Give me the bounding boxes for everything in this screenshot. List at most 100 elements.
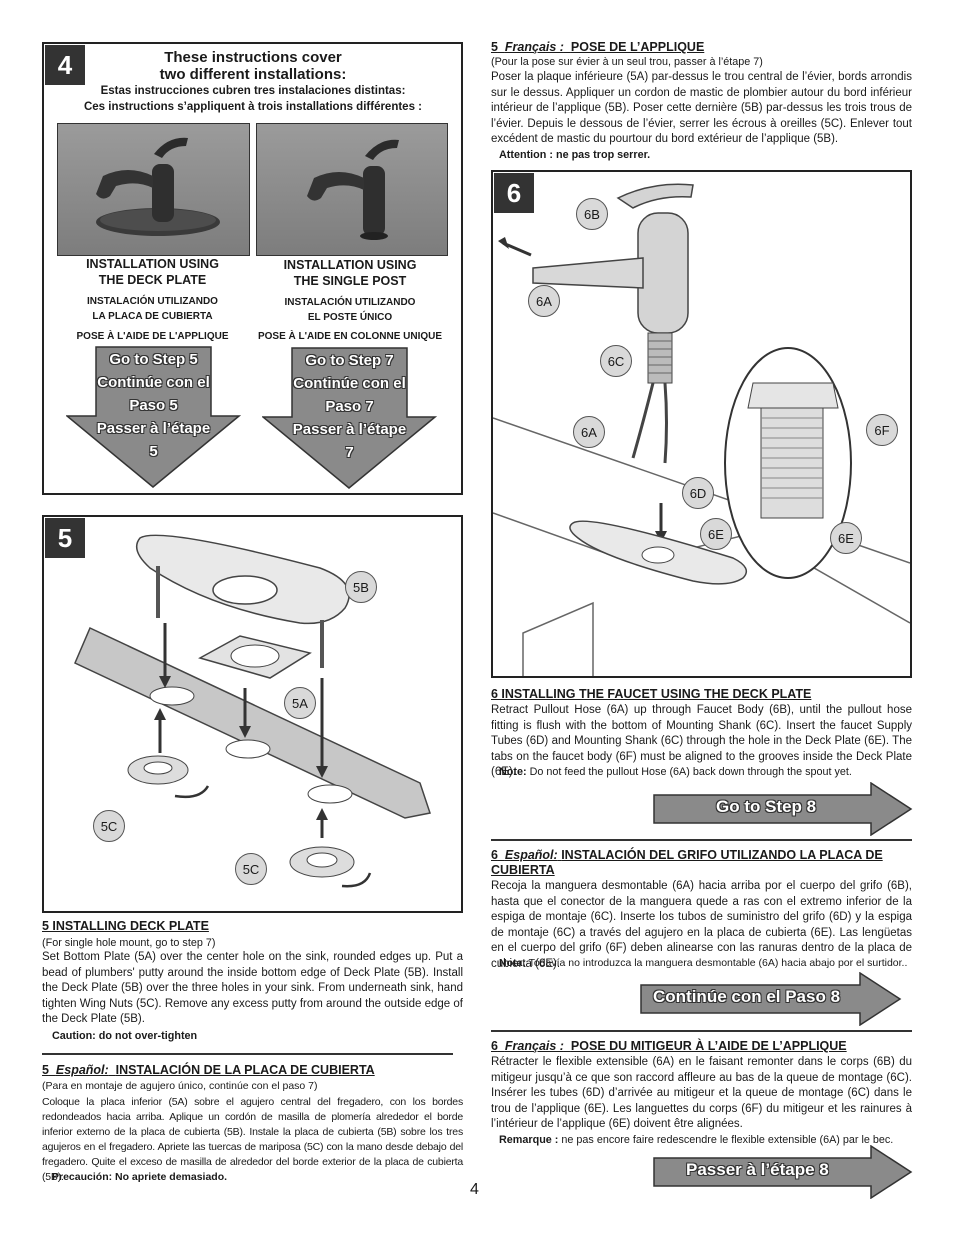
step-6-fr-heading-title: POSE DU MITIGEUR À L’AIDE DE L’APPLIQUE <box>570 1039 847 1053</box>
left-down-arrow-icon <box>66 346 241 488</box>
left-install-en2: THE DECK PLATE <box>98 273 207 287</box>
callout-6d: 6D <box>682 477 714 509</box>
step-5-fr-heading-title: POSE DE L’APPLIQUE <box>570 40 705 54</box>
step-6-es-heading: 6 Español: INSTALACIÓN DEL GRIFO UTILIZA… <box>491 848 912 878</box>
callout-5a: 5A <box>284 687 316 719</box>
right-arrow-line4: Passer à l’étape <box>292 421 407 438</box>
go-to-step-8-arrow-icon <box>653 782 913 836</box>
single-post-faucet-photo <box>256 123 448 256</box>
right-install-es: INSTALACIÓN UTILIZANDO EL POSTE ÚNICO <box>255 295 445 325</box>
left-install-en1: INSTALLATION USING <box>86 257 219 271</box>
left-arrow-line4: Passer à l’étape <box>96 420 211 437</box>
step-6-es-note-label: Nota: <box>499 957 526 969</box>
left-arrow-line2: Continúe con el <box>97 374 210 391</box>
left-arrow-line1: Go to Step 5 <box>109 351 198 368</box>
right-arrow-line1: Go to Step 7 <box>305 352 394 369</box>
left-arrow-line3: Paso 5 <box>129 397 178 414</box>
continue-paso-8-button[interactable]: Continúe con el Paso 8 <box>653 987 841 1006</box>
step-4-title: These instructions cover two different i… <box>90 49 416 83</box>
step-6-en-note: Note: Do not feed the pullout Hose (6A) … <box>499 765 852 779</box>
step-5-fr-heading: 5 Français : POSE DE L’APPLIQUE <box>491 40 704 54</box>
step-6-fr-note-label: Remarque : <box>499 1134 559 1146</box>
right-install-label: INSTALLATION USING THE SINGLE POST <box>255 257 445 289</box>
callout-6a-bottom: 6A <box>573 416 605 448</box>
step-5-fr-heading-lang: Français : <box>504 40 564 54</box>
callout-6f: 6F <box>866 414 898 446</box>
step-5-number: 5 <box>45 518 85 558</box>
passer-etape-8-arrow-icon <box>653 1145 913 1199</box>
step-5-fr-sub: (Pour la pose sur évier à un seul trou, … <box>491 56 763 68</box>
step-6-fr-note-text: ne pas encore faire redescendre le flexi… <box>561 1134 894 1146</box>
step-6-es-body: Recoja la manguera desmontable (6A) haci… <box>491 880 912 970</box>
step-5-es-caution: Precaución: No apriete demasiado. <box>52 1171 228 1183</box>
step-6-divider-1 <box>491 839 912 841</box>
step-6-number: 6 <box>494 173 534 213</box>
step-6-fr-body: Rétracter le flexible extensible (6A) en… <box>491 1056 912 1130</box>
faucet-install-illustration <box>493 183 910 676</box>
callout-6e-left: 6E <box>700 518 732 550</box>
callout-6e-right: 6E <box>830 522 862 554</box>
step-5-es-sub: (Para en montaje de agujero único, conti… <box>42 1080 318 1092</box>
callout-5b: 5B <box>345 571 377 603</box>
step-6-divider-2 <box>491 1030 912 1032</box>
step-5-es-heading-title: INSTALACIÓN DE LA PLACA DE CUBIERTA <box>115 1063 375 1077</box>
deck-plate-faucet-photo <box>57 123 250 256</box>
step-5-es-heading: 5 Español: INSTALACIÓN DE LA PLACA DE CU… <box>42 1063 375 1077</box>
deck-plate-illustration <box>74 534 431 888</box>
right-install-en2: THE SINGLE POST <box>293 274 407 288</box>
step-5-es-body: Coloque la placa inferior (5A) sobre el … <box>42 1096 463 1183</box>
left-install-fr: POSE À L'AIDE DE L'APPLIQUE <box>76 331 229 342</box>
go-to-step-8-button[interactable]: Go to Step 8 <box>716 797 817 816</box>
step-6-fr-heading-lang: Français : <box>504 1039 564 1053</box>
step-4-title-line2: two different installations: <box>159 66 347 83</box>
right-install-en1: INSTALLATION USING <box>283 258 417 272</box>
step-5-es-heading-lang: Español: <box>55 1063 109 1077</box>
step-4-fr-line: Ces instructions s’appliquent à trois in… <box>83 101 423 113</box>
step-5-fr-caution: Attention : ne pas trop serrer. <box>499 149 651 161</box>
continue-paso-8-arrow-icon <box>640 972 902 1026</box>
left-install-es: INSTALACIÓN UTILIZANDO LA PLACA DE CUBIE… <box>57 294 248 324</box>
step-6-en-heading: 6 INSTALLING THE FAUCET USING THE DECK P… <box>491 687 812 701</box>
left-arrow-line5: 5 <box>149 443 158 460</box>
step-6-fr-heading-num: 6 <box>491 1039 498 1053</box>
passer-etape-8-button[interactable]: Passer à l’étape 8 <box>686 1160 829 1179</box>
callout-5c-right: 5C <box>235 853 267 885</box>
right-arrow-line3: Paso 7 <box>325 398 374 415</box>
left-arrow-text: Go to Step 5 Continúe con el Paso 5 Pass… <box>96 348 211 463</box>
left-install-label: INSTALLATION USING THE DECK PLATE <box>57 256 248 288</box>
step-6-fr-heading: 6 Français : POSE DU MITIGEUR À L’AIDE D… <box>491 1039 847 1053</box>
callout-6a-top: 6A <box>528 285 560 317</box>
step-6-es-note-text: Todavía no introduzca la manguera desmon… <box>528 957 908 969</box>
step-6-es-heading-lang: Español: <box>504 848 558 862</box>
page-number: 4 <box>470 1181 479 1198</box>
step-5-fr-body: Poser la plaque inférieure (5A) par-dess… <box>491 71 912 145</box>
right-arrow-line2: Continúe con el <box>293 375 406 392</box>
step-6-es-heading-num: 6 <box>491 848 498 862</box>
callout-5c-left: 5C <box>93 810 125 842</box>
step-6-en-note-text: Do not feed the pullout Hose (6A) back d… <box>529 766 852 778</box>
step-6-en-note-label: Note: <box>499 766 527 778</box>
step-4-title-line1: These instructions cover <box>164 49 342 66</box>
right-install-es2: EL POSTE ÚNICO <box>307 312 393 323</box>
right-install-es1: INSTALACIÓN UTILIZANDO <box>284 297 416 308</box>
step-5-divider <box>42 1053 453 1055</box>
callout-6c: 6C <box>600 345 632 377</box>
right-arrow-line5: 7 <box>345 444 354 461</box>
step-5-en-sub: (For single hole mount, go to step 7) <box>42 937 216 949</box>
left-install-es2: LA PLACA DE CUBIERTA <box>92 311 213 322</box>
step-4-number: 4 <box>45 45 85 85</box>
step-5-en-caution: Caution: do not over-tighten <box>52 1030 198 1042</box>
step-5-es-heading-num: 5 <box>42 1063 49 1077</box>
step-6-en-body: Retract Pullout Hose (6A) up through Fau… <box>491 704 912 778</box>
step-6-fr-note: Remarque : ne pas encore faire redescend… <box>499 1133 893 1147</box>
step-4-es-line: Estas instrucciones cubren tres instalac… <box>100 85 406 97</box>
left-install-es1: INSTALACIÓN UTILIZANDO <box>87 296 218 307</box>
right-arrow-text: Go to Step 7 Continúe con el Paso 7 Pass… <box>292 349 407 464</box>
step-5-en-body: Set Bottom Plate (5A) over the center ho… <box>42 951 463 1025</box>
right-install-fr: POSE À L'AIDE EN COLONNE UNIQUE <box>257 331 443 342</box>
right-down-arrow-icon <box>262 347 437 489</box>
callout-6b: 6B <box>576 198 608 230</box>
step-6-es-heading-title: INSTALACIÓN DEL GRIFO UTILIZANDO LA PLAC… <box>491 848 883 877</box>
step-5-fr-heading-num: 5 <box>491 40 498 54</box>
step-6-es-note: Nota: Todavía no introduzca la manguera … <box>499 957 907 969</box>
